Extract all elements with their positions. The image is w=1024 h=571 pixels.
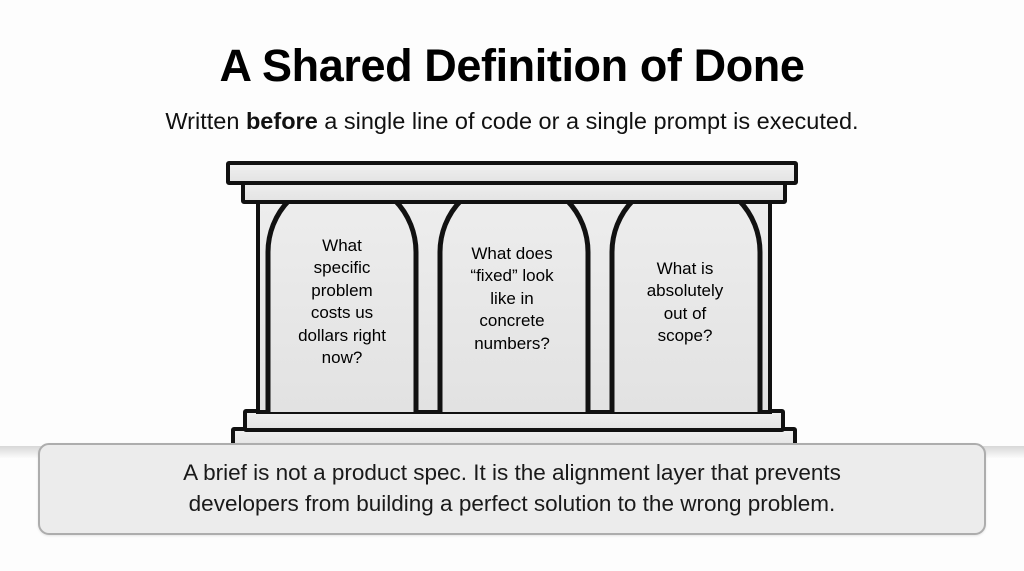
- subtitle-before-text: Written: [165, 108, 246, 134]
- page-subtitle: Written before a single line of code or …: [0, 107, 1024, 135]
- temple-base-step: [243, 409, 785, 432]
- pillar-1-label: What specific problem costs us dollars r…: [298, 236, 386, 368]
- page-title: A Shared Definition of Done: [219, 40, 805, 91]
- subtitle-after-text: a single line of code or a single prompt…: [317, 108, 859, 134]
- pillar-3-label: What is absolutely out of scope?: [646, 259, 724, 346]
- caption-card: A brief is not a product spec. It is the…: [38, 443, 986, 535]
- pillar-2-label: What does “fixed” look like in concrete …: [470, 244, 554, 353]
- caption-text: A brief is not a product spec. It is the…: [183, 460, 841, 516]
- subtitle-emphasis-word: before: [245, 108, 318, 134]
